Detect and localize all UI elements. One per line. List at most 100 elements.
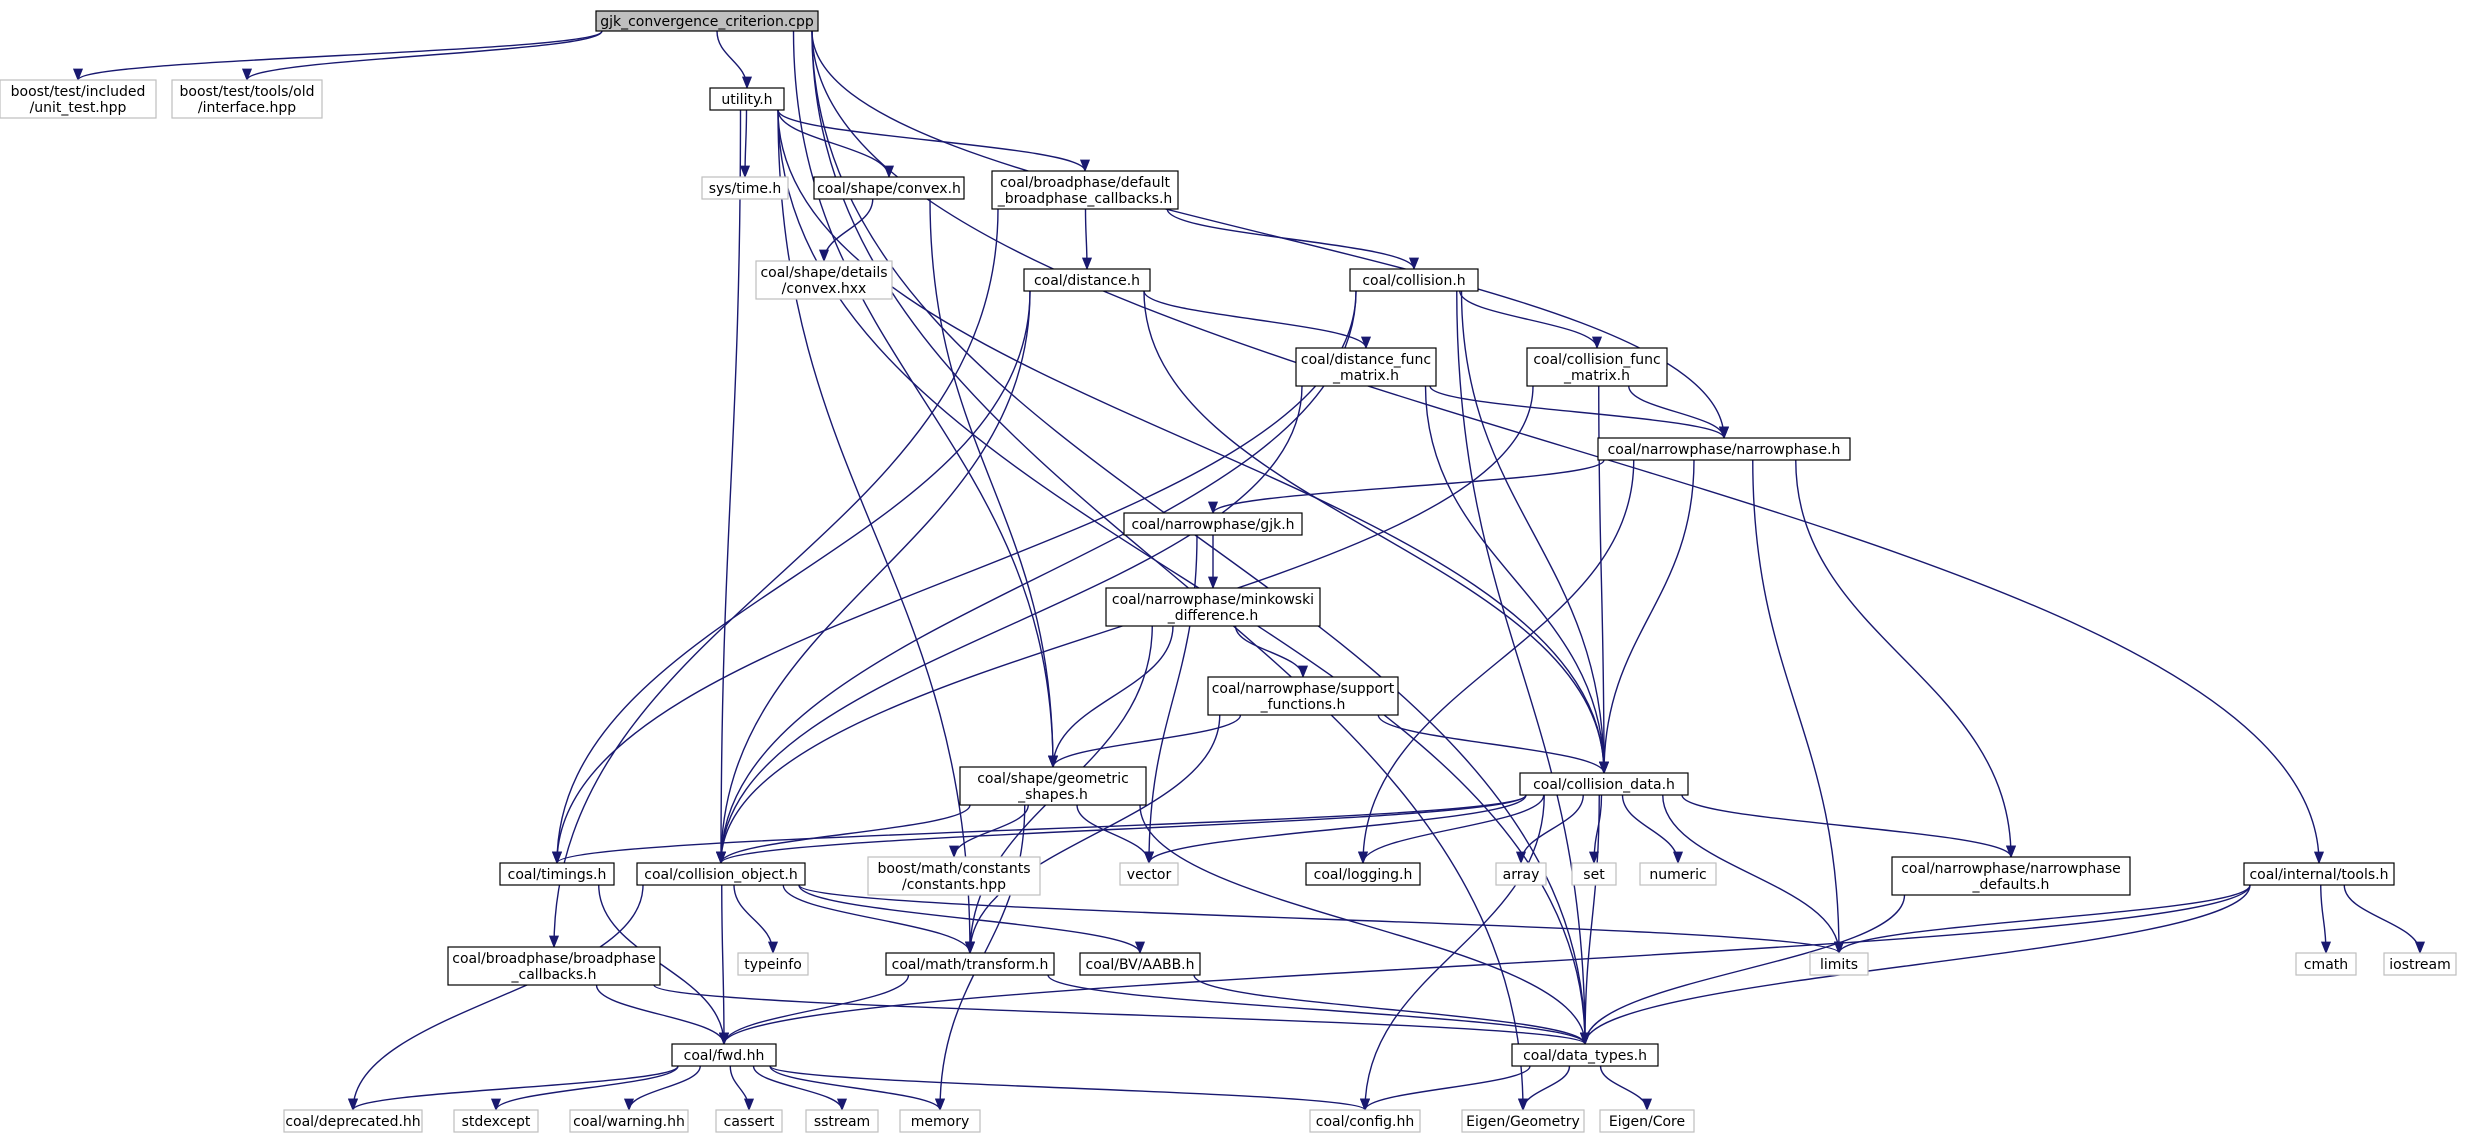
edge-fwd-to-config: [769, 1065, 1370, 1112]
node-utility[interactable]: utility.h: [709, 87, 785, 111]
node-root[interactable]: gjk_convergence_criterion.cpp: [595, 10, 819, 32]
node-box: [0, 79, 157, 119]
node-label: vector: [1127, 867, 1172, 883]
node-geometric[interactable]: coal/shape/geometric_shapes.h: [959, 766, 1147, 806]
node-aabb[interactable]: coal/BV/AABB.h: [1079, 952, 1201, 976]
node-box: [737, 952, 809, 976]
node-box: [171, 79, 323, 119]
node-label: coal/data_types.h: [1523, 1048, 1647, 1064]
edge-fwd-to-cassert: [729, 1065, 755, 1112]
node-convex_h[interactable]: coal/shape/convex.h: [813, 176, 965, 200]
node-bp_callbacks[interactable]: coal/broadphase/broadphase_callbacks.h: [447, 946, 661, 986]
edge-distance_h-to-timings: [551, 290, 1031, 865]
node-label: boost/math/constants: [878, 861, 1031, 877]
node-distance_h[interactable]: coal/distance.h: [1023, 268, 1151, 292]
node-box: [2243, 862, 2395, 886]
node-gjk[interactable]: coal/narrowphase/gjk.h: [1123, 512, 1303, 536]
edge-fwd-to-warning: [624, 1065, 701, 1112]
edge-collision_data-to-vector: [1144, 794, 1527, 865]
edge-root-to-eigen_geometry: [811, 30, 1529, 1112]
edge-transform-to-fwd: [719, 974, 910, 1046]
node-label: coal/shape/geometric: [977, 771, 1129, 787]
edge-collision_data-to-timings: [552, 794, 1527, 865]
node-label: _defaults.h: [1972, 877, 2050, 893]
node-data_types[interactable]: coal/data_types.h: [1511, 1043, 1659, 1067]
node-label: _shapes.h: [1017, 787, 1088, 803]
edge-data_types-to-eigen_geometry: [1517, 1065, 1571, 1112]
node-label: coal/narrowphase/narrowphase.h: [1608, 442, 1841, 458]
edge-collision_object-to-limits: [798, 884, 1844, 955]
node-box: [1123, 512, 1303, 536]
edge-utility-to-collision_data: [777, 109, 1610, 775]
edge-collision_object-to-fwd: [718, 884, 730, 1046]
node-internal_tools[interactable]: coal/internal/tools.h: [2243, 862, 2395, 886]
edge-narrowphase-to-logging: [1357, 459, 1635, 865]
edge-default_bp-to-distance_h: [1081, 208, 1093, 271]
node-box: [1526, 347, 1668, 387]
node-support[interactable]: coal/narrowphase/support_functions.h: [1207, 676, 1399, 716]
edge-internal_tools-to-fwd: [719, 884, 2251, 1046]
edge-utility-to-convex_h: [777, 109, 894, 179]
edge-internal_tools-to-data_types: [1580, 884, 2251, 1046]
edge-narrowphase-to-collision_data: [1598, 459, 1695, 775]
edge-default_bp-to-bp_callbacks: [548, 208, 999, 949]
node-box: [805, 1109, 879, 1133]
node-label: coal/collision_object.h: [644, 867, 797, 883]
node-box: [1023, 268, 1151, 292]
edge-fwd-to-memory: [769, 1065, 945, 1112]
edge-bp_callbacks-to-data_types: [653, 984, 1590, 1046]
node-transform[interactable]: coal/math/transform.h: [885, 952, 1055, 976]
node-coll_func[interactable]: coal/collision_func_matrix.h: [1526, 347, 1668, 387]
edge-timings-to-fwd: [598, 884, 730, 1046]
node-box: [1571, 862, 1617, 886]
node-box: [715, 1109, 783, 1133]
edge-geometric-to-collision_object: [716, 804, 971, 865]
node-collision_h[interactable]: coal/collision.h: [1349, 268, 1479, 292]
edge-bp_callbacks-to-fwd: [595, 984, 729, 1046]
node-iostream: iostream: [2383, 952, 2457, 976]
node-cassert: cassert: [715, 1109, 783, 1133]
node-np_defaults[interactable]: coal/narrowphase/narrowphase_defaults.h: [1891, 856, 2131, 896]
edge-aabb-to-data_types: [1193, 974, 1590, 1046]
edge-collision_data-to-config: [1359, 794, 1545, 1112]
node-dist_func[interactable]: coal/distance_func_matrix.h: [1295, 347, 1437, 387]
node-box: [701, 176, 789, 200]
node-box: [2295, 952, 2357, 976]
node-logging[interactable]: coal/logging.h: [1305, 862, 1421, 886]
node-timings[interactable]: coal/timings.h: [499, 862, 615, 886]
node-eigen_core: Eigen/Core: [1599, 1109, 1695, 1133]
node-collision_object[interactable]: coal/collision_object.h: [636, 862, 806, 886]
node-box: [1511, 1043, 1659, 1067]
node-minkowski[interactable]: coal/narrowphase/minkowski_difference.h: [1105, 587, 1321, 627]
edge-collision_object-to-transform: [782, 884, 975, 955]
node-set: set: [1571, 862, 1617, 886]
edge-collision_h-to-collision_object: [715, 290, 1357, 865]
node-fwd[interactable]: coal/fwd.hh: [671, 1043, 777, 1067]
edge-convex_h-to-geometric: [929, 198, 1059, 769]
node-box: [636, 862, 806, 886]
edge-support-to-transform: [964, 714, 1221, 955]
edge-minkowski-to-support: [1234, 625, 1309, 679]
edge-internal_tools-to-cmath: [2320, 884, 2332, 955]
node-box: [1305, 862, 1421, 886]
edge-collision_h-to-data_types: [1456, 290, 1591, 1046]
node-label: /unit_test.hpp: [30, 100, 127, 116]
node-narrowphase[interactable]: coal/narrowphase/narrowphase.h: [1597, 437, 1851, 461]
edge-coll_func-to-narrowphase: [1628, 385, 1729, 440]
edge-root-to-utility: [716, 30, 753, 90]
node-memory: memory: [899, 1109, 981, 1133]
node-label: _matrix.h: [1332, 368, 1399, 384]
edge-root-to-geometric: [792, 30, 1059, 769]
node-label: /convex.hxx: [782, 281, 867, 297]
edge-collision_data-to-set: [1588, 794, 1603, 865]
edge-utility-to-transform: [777, 109, 976, 955]
node-label: gjk_convergence_criterion.cpp: [600, 14, 814, 30]
edge-geometric-to-data_types: [1139, 804, 1590, 1046]
node-default_bp[interactable]: coal/broadphase/default_broadphase_callb…: [991, 170, 1179, 210]
edge-np_defaults-to-data_types: [1580, 894, 1906, 1046]
node-collision_data[interactable]: coal/collision_data.h: [1519, 772, 1689, 796]
node-box: [499, 862, 615, 886]
node-stdexcept: stdexcept: [453, 1109, 539, 1133]
node-unit_test: boost/test/included/unit_test.hpp: [0, 79, 157, 119]
